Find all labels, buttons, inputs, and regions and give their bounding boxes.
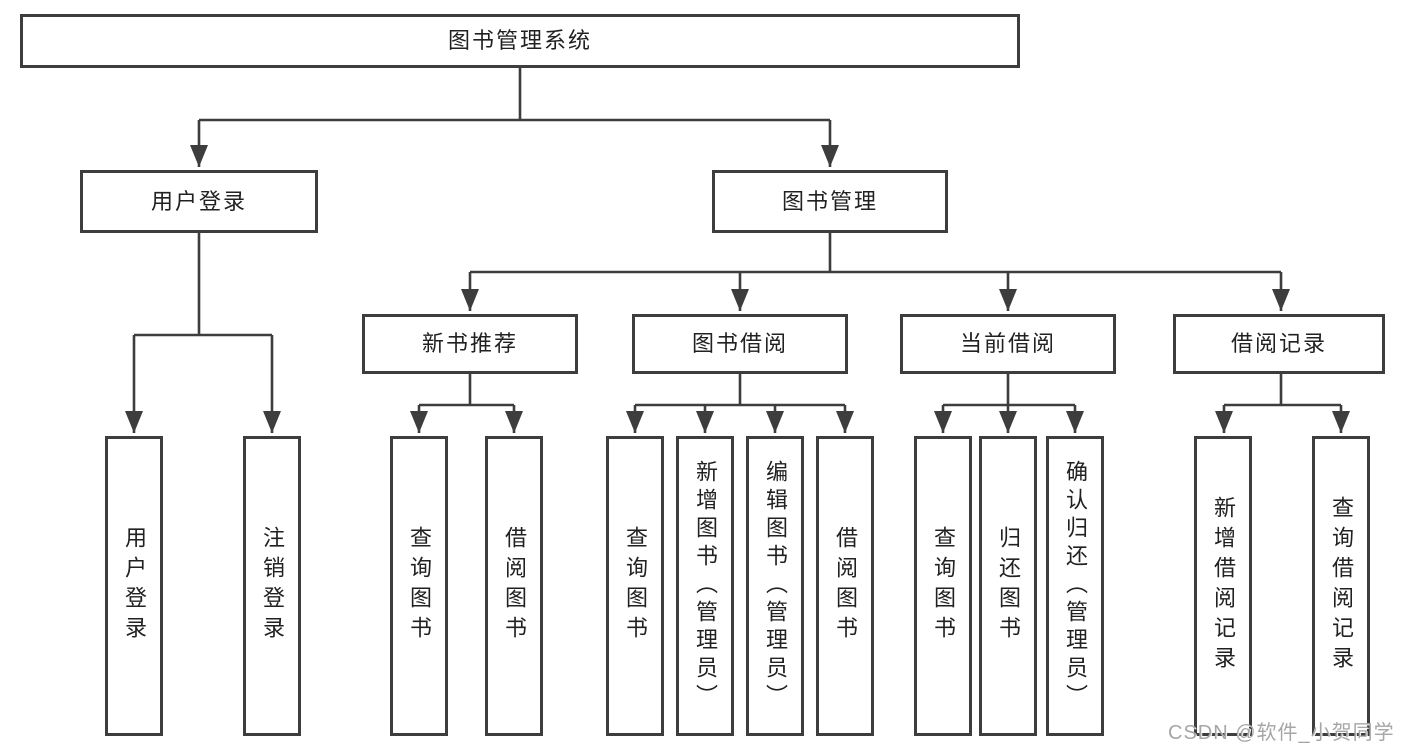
node-user-login: 用户登录 xyxy=(80,170,318,233)
csdn-watermark: CSDN @软件_小贺同学 xyxy=(1168,722,1395,744)
leaf-query-books-recommend: 查询图书 xyxy=(390,436,448,736)
node-borrowing-records: 借阅记录 xyxy=(1173,314,1385,374)
leaf-borrow-books-borrowing: 借阅图书 xyxy=(816,436,874,736)
leaf-query-books-current: 查询图书 xyxy=(914,436,972,736)
node-library-management-system: 图书管理系统 xyxy=(20,14,1020,68)
leaf-add-books-admin: 新增图书（管理员） xyxy=(676,436,734,736)
node-new-book-recommendation: 新书推荐 xyxy=(362,314,578,374)
node-book-borrowing: 图书借阅 xyxy=(632,314,848,374)
leaf-confirm-return-admin: 确认归还（管理员） xyxy=(1046,436,1104,736)
leaf-add-borrowing-record: 新增借阅记录 xyxy=(1194,436,1252,736)
leaf-query-borrowing-record: 查询借阅记录 xyxy=(1312,436,1370,736)
connector-arrows xyxy=(125,120,1350,433)
leaf-borrow-books-recommend: 借阅图书 xyxy=(485,436,543,736)
node-book-management: 图书管理 xyxy=(712,170,948,233)
leaf-user-login: 用户登录 xyxy=(105,436,163,736)
leaf-return-books: 归还图书 xyxy=(979,436,1037,736)
leaf-logout: 注销登录 xyxy=(243,436,301,736)
leaf-query-books-borrowing: 查询图书 xyxy=(606,436,664,736)
leaf-edit-books-admin: 编辑图书（管理员） xyxy=(746,436,804,736)
node-current-borrowing: 当前借阅 xyxy=(900,314,1116,374)
